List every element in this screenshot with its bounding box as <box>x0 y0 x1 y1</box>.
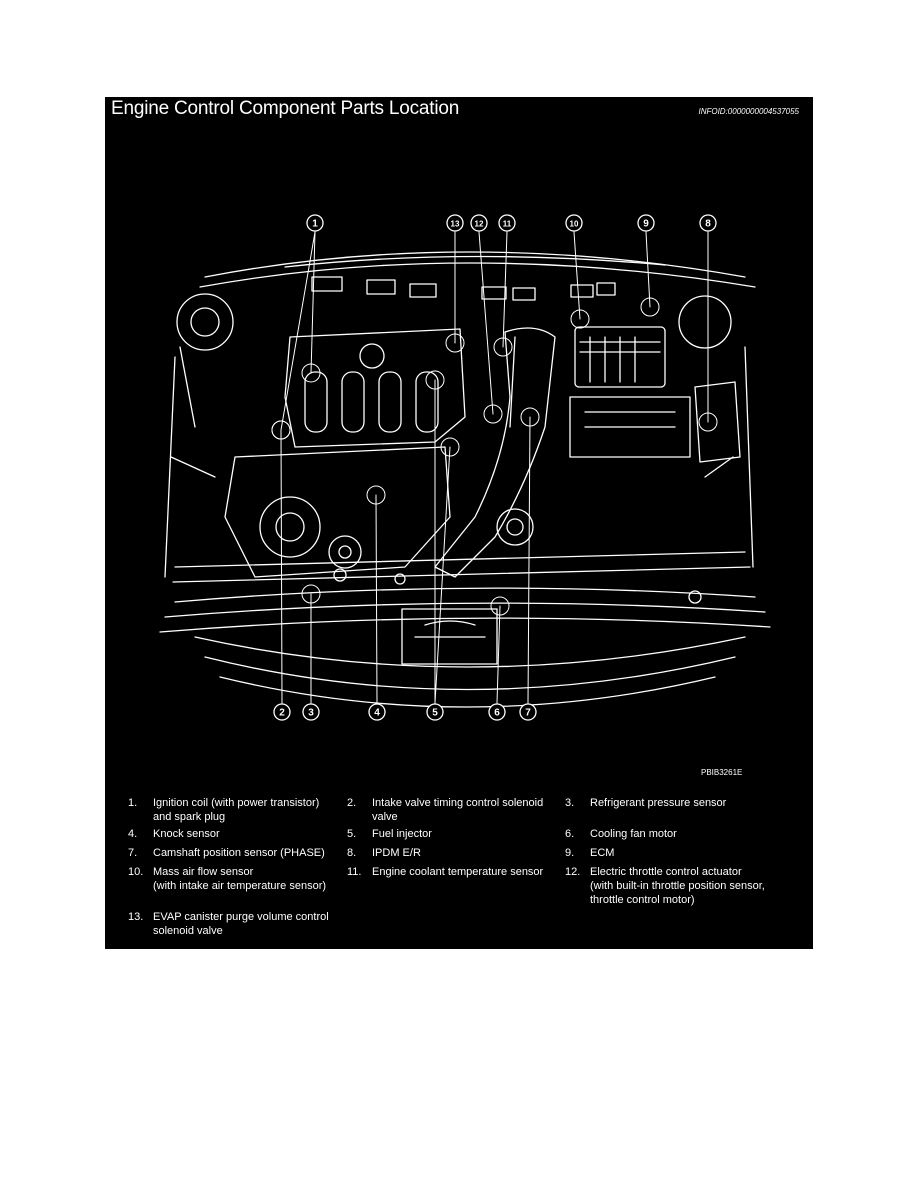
callout-2: 2 <box>274 704 290 720</box>
callout-13: 13 <box>447 215 463 231</box>
figure-code: PBIB3261E <box>701 768 742 777</box>
left-fender <box>165 347 215 577</box>
callout-leader-4 <box>376 495 377 703</box>
callout-10: 10 <box>566 215 582 231</box>
callout-label-9: 9 <box>643 219 649 230</box>
callout-9: 9 <box>638 215 654 231</box>
callout-label-5: 5 <box>432 708 438 719</box>
legend-item-text: Intake valve timing control solenoid val… <box>372 796 572 824</box>
engine-bay-diagram: 1 13 12 11 10 9 8 2 3 4 5 6 7 <box>105 97 813 787</box>
legend-item-number: 5. <box>347 827 356 841</box>
legend-item-text: Knock sensor <box>153 827 353 841</box>
legend-item-number: 13. <box>128 910 143 924</box>
legend-item-number: 10. <box>128 865 143 879</box>
legend-item-number: 7. <box>128 846 137 860</box>
right-fender <box>705 347 753 567</box>
legend-item-text: Mass air flow sensor (with intake air te… <box>153 865 353 893</box>
legend-item-text: Fuel injector <box>372 827 572 841</box>
callout-label-3: 3 <box>308 708 314 719</box>
legend-item-number: 3. <box>565 796 574 810</box>
legend-item-number: 6. <box>565 827 574 841</box>
callout-5: 5 <box>427 704 443 720</box>
legend-item-number: 11. <box>347 865 361 879</box>
callout-label-8: 8 <box>705 219 711 230</box>
callout-leader-12 <box>479 232 493 414</box>
figure-panel: Engine Control Component Parts Location … <box>105 97 813 949</box>
callout-label-4: 4 <box>374 708 380 719</box>
bumper-line <box>195 637 745 707</box>
ignition-coils <box>305 372 438 432</box>
intake-duct <box>435 328 555 577</box>
callout-leader-2 <box>281 430 282 703</box>
legend-item-text: Engine coolant temperature sensor <box>372 865 572 879</box>
callout-label-6: 6 <box>494 708 500 719</box>
alternator <box>260 497 320 557</box>
callout-leader-10 <box>574 232 580 319</box>
cowl-vents <box>312 277 615 300</box>
cowl-line-2 <box>200 263 755 287</box>
throttle-body <box>497 509 533 545</box>
callout-label-1: 1 <box>312 219 318 230</box>
callout-label-2: 2 <box>279 708 285 719</box>
legend-item-number: 2. <box>347 796 356 810</box>
callout-leader-7 <box>528 417 530 703</box>
callout-12: 12 <box>471 215 487 231</box>
engine-block <box>225 447 450 577</box>
callout-4: 4 <box>369 704 385 720</box>
legend-item-text: Camshaft position sensor (PHASE) <box>153 846 353 860</box>
callout-label-13: 13 <box>451 220 460 229</box>
callout-3: 3 <box>303 704 319 720</box>
callout-8: 8 <box>700 215 716 231</box>
callout-11: 11 <box>499 215 515 231</box>
legend-item-number: 4. <box>128 827 137 841</box>
legend-item-text: Cooling fan motor <box>590 827 790 841</box>
callout-label-10: 10 <box>570 220 579 229</box>
callout-label-12: 12 <box>475 220 484 229</box>
legend-item-text: Electric throttle control actuator (with… <box>590 865 790 907</box>
legend-item-text: IPDM E/R <box>372 846 572 860</box>
callout-leader-1 <box>281 232 315 430</box>
callout-label-7: 7 <box>525 708 531 719</box>
right-strut-tower <box>679 296 731 348</box>
legend-item-text: ECM <box>590 846 790 860</box>
legend-item-number: 1. <box>128 796 137 810</box>
callout-leader-9 <box>646 232 650 307</box>
legend-item-number: 12. <box>565 865 580 879</box>
callout-label-11: 11 <box>503 220 512 229</box>
callout-6: 6 <box>489 704 505 720</box>
legend-item-number: 8. <box>347 846 356 860</box>
legend-item-text: EVAP canister purge volume control solen… <box>153 910 353 938</box>
legend-item-number: 9. <box>565 846 574 860</box>
legend-item-text: Refrigerant pressure sensor <box>590 796 790 810</box>
cover-emblem <box>360 344 384 368</box>
left-strut-tower <box>177 294 233 350</box>
callout-1: 1 <box>307 215 323 231</box>
legend-item-text: Ignition coil (with power transistor) an… <box>153 796 353 824</box>
callout-7: 7 <box>520 704 536 720</box>
